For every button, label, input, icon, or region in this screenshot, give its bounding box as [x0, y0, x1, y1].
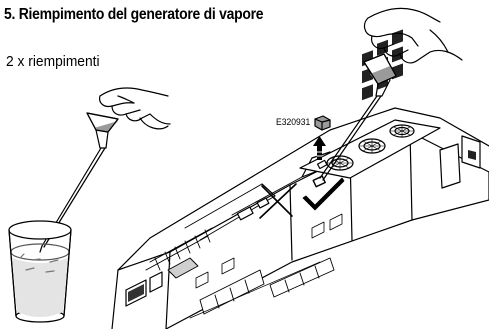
- cross-mark-icon: [259, 183, 297, 219]
- fan-grille-icon: [358, 138, 386, 154]
- glass-of-water-icon: [8, 220, 72, 323]
- right-hand-icon: [363, 7, 463, 64]
- roof-railing: [145, 227, 213, 279]
- right-pipette-icon: [319, 53, 397, 181]
- cap-icon: [314, 115, 331, 131]
- lower-vents: [189, 257, 335, 319]
- locomotive-icon: [111, 29, 489, 329]
- part-number-label: E320931: [276, 117, 311, 128]
- fill-count-label: 2 x riempimenti: [6, 53, 100, 70]
- up-arrow-icon: [313, 136, 326, 160]
- fan-grille-icon: [389, 124, 415, 138]
- left-hand-icon: [99, 87, 171, 130]
- page-title: 5. Riempimento del generatore di vapore: [4, 6, 264, 23]
- left-pipette-icon: [39, 112, 119, 253]
- check-mark-icon: [302, 177, 345, 211]
